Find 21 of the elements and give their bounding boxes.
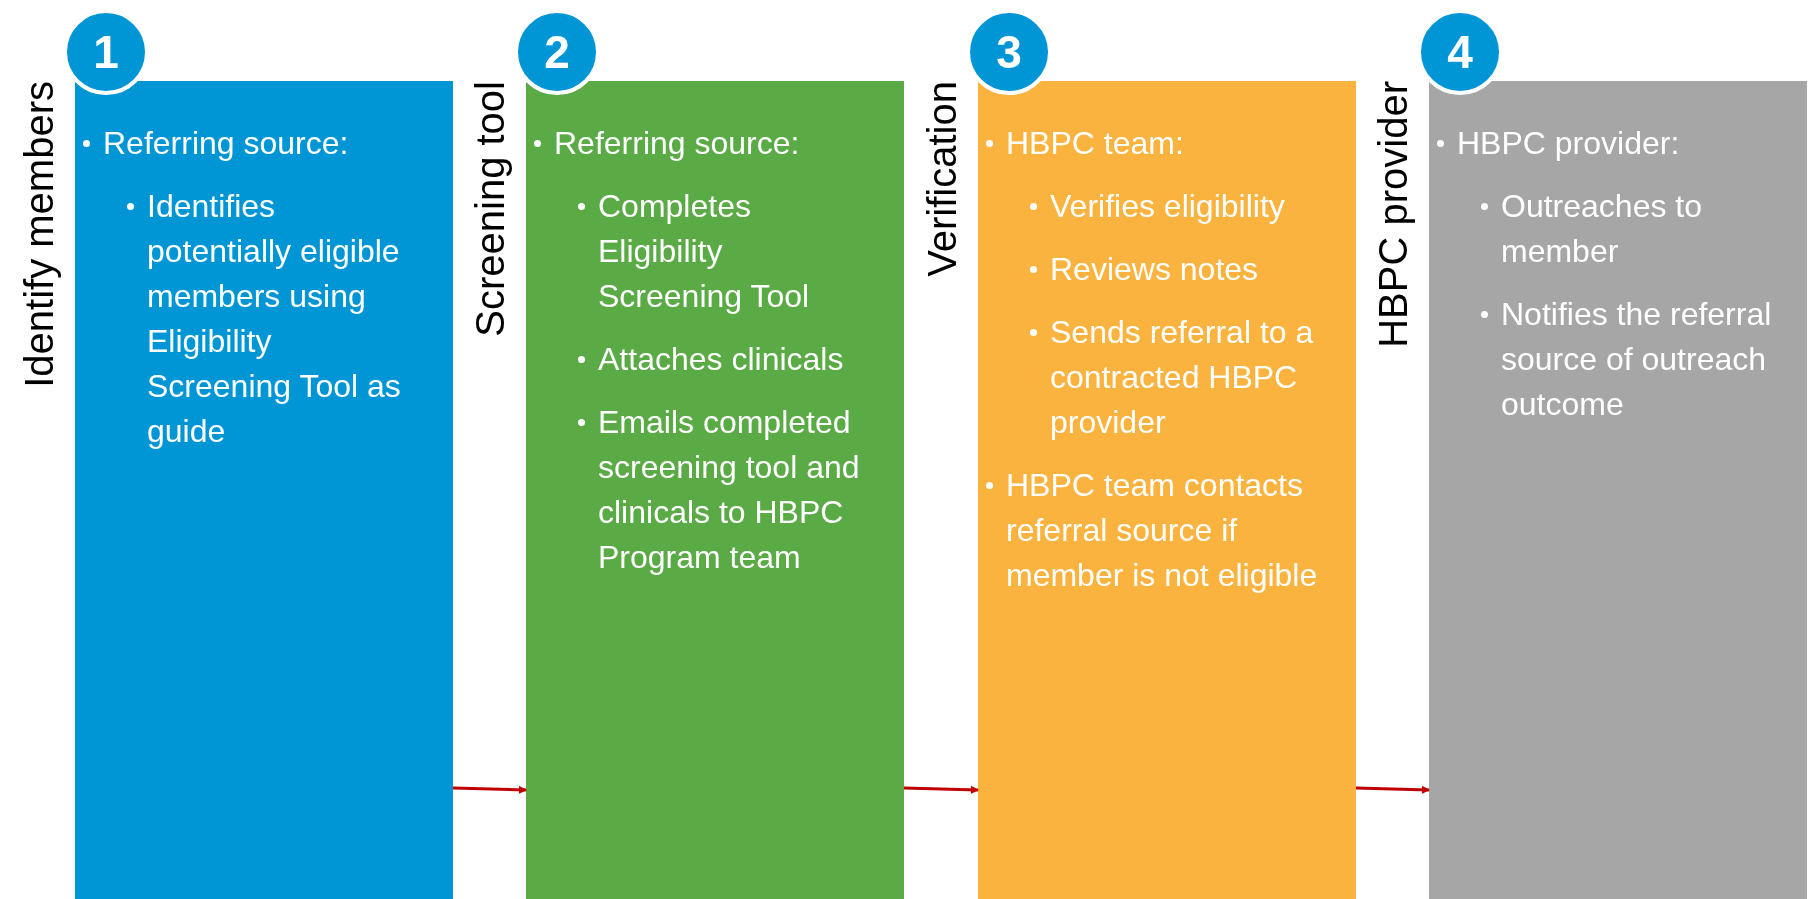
bullet-text: Reviews notes bbox=[1050, 250, 1260, 289]
bullet-text: Referring source: bbox=[103, 124, 350, 163]
bullet-text: Identifies potentially eligible members using Eligibility Screening Tool as guide bbox=[147, 187, 402, 451]
bullet-text: HBPC provider: bbox=[1457, 124, 1681, 163]
bullet-text: Notifies the referral source of outreach outcome bbox=[1501, 295, 1773, 424]
step-heading: Verification bbox=[920, 81, 965, 277]
arrow bbox=[1355, 785, 1430, 794]
bullet-text: Emails completed screening tool and clinicals to HBPC Program team bbox=[598, 403, 861, 577]
bullet-text: Referring source: bbox=[554, 124, 801, 163]
bullet-text: Sends referral to a contracted HBPC provider bbox=[1050, 313, 1315, 442]
arrow bbox=[452, 785, 527, 794]
bullet-text: Attaches clinicals bbox=[598, 340, 845, 379]
bullet-text: Completes Eligibility Screening Tool bbox=[598, 187, 811, 316]
arrow bbox=[903, 785, 979, 794]
bullet-text: Verifies eligibility bbox=[1050, 187, 1286, 226]
step-heading: Identify members bbox=[17, 81, 62, 388]
step-heading: Screening tool bbox=[468, 81, 513, 337]
step-heading: HBPC provider bbox=[1371, 81, 1416, 348]
bullet-text: Outreaches to member bbox=[1501, 187, 1703, 271]
bullet-text: HBPC team: bbox=[1006, 124, 1185, 163]
bullet-text: HBPC team contacts referral source if member is not eligible bbox=[1006, 466, 1319, 595]
